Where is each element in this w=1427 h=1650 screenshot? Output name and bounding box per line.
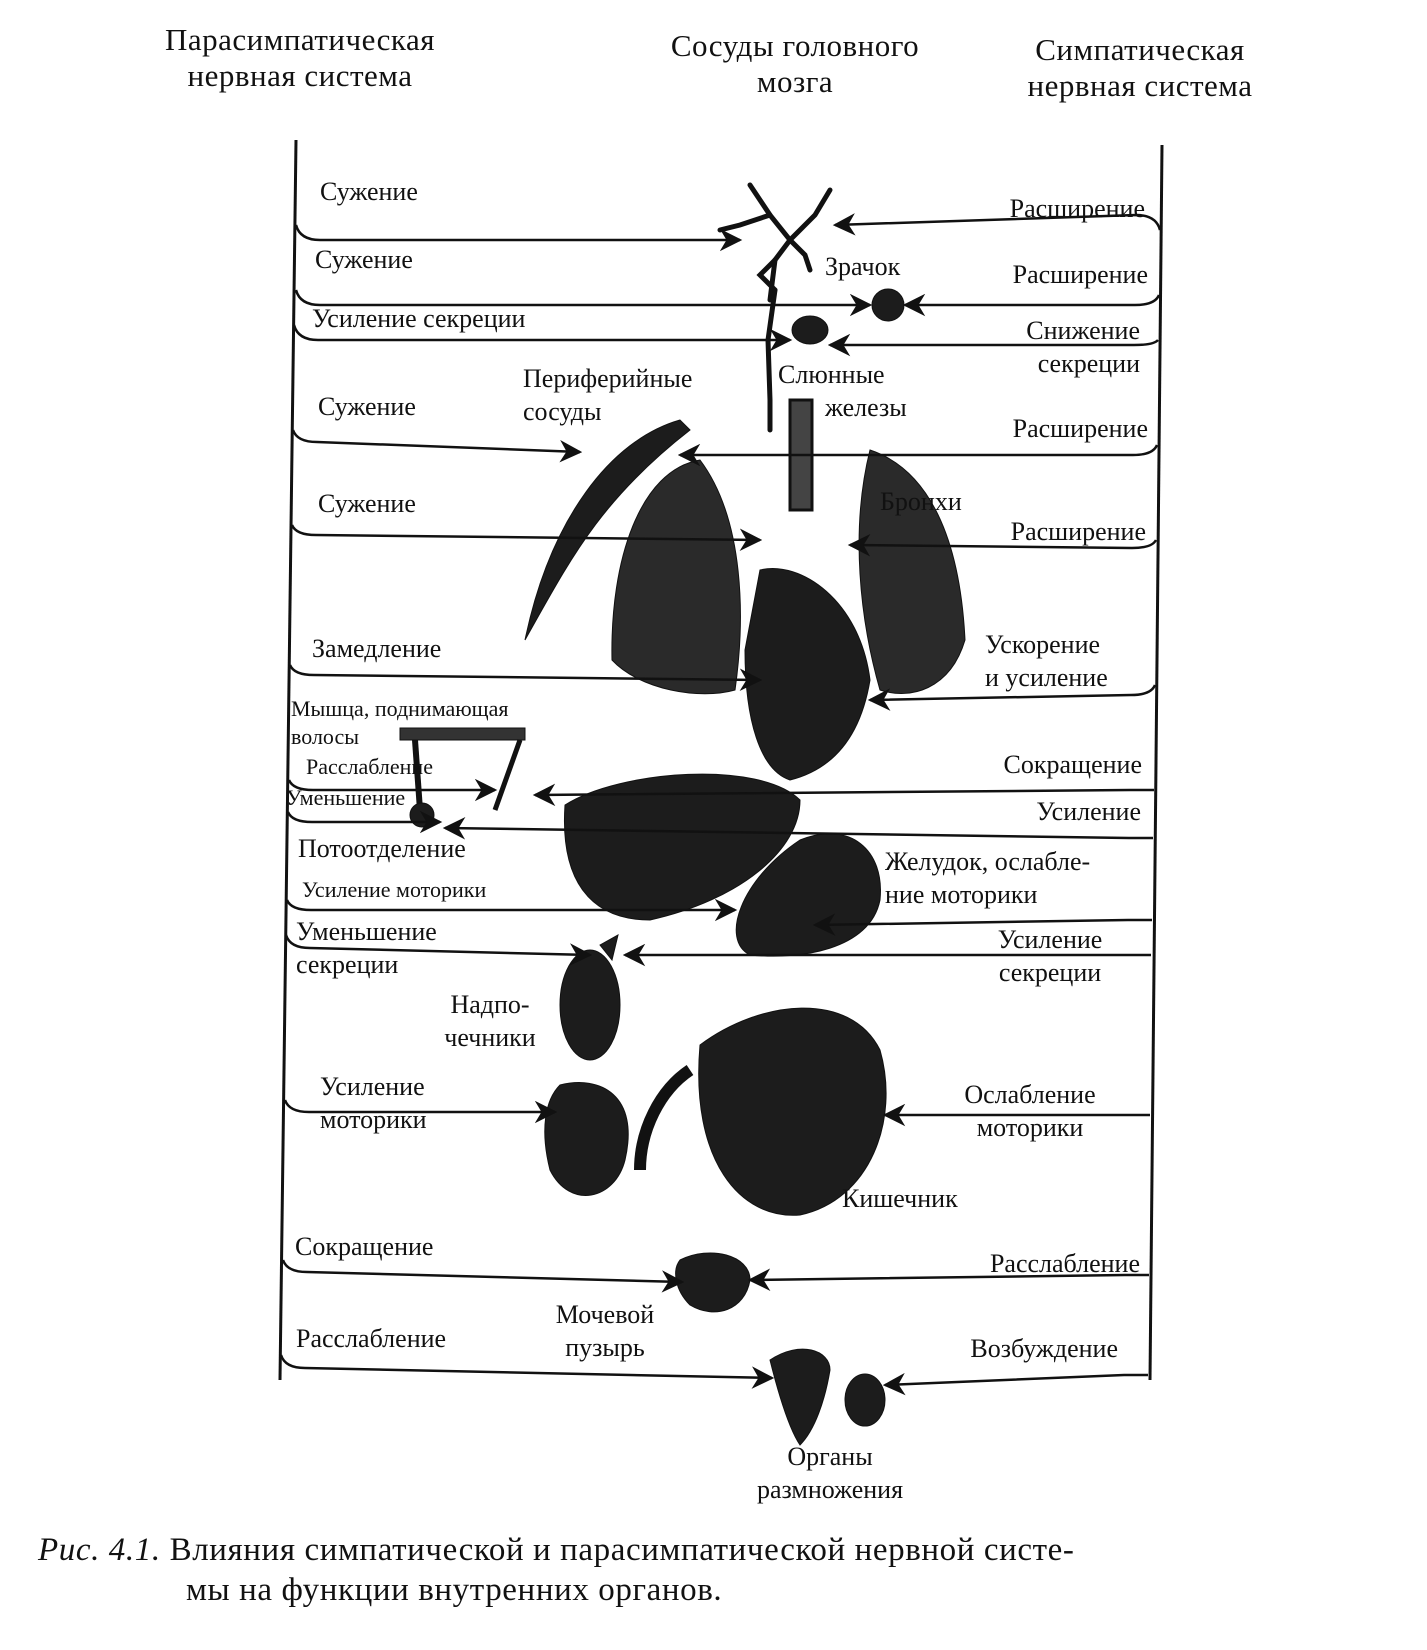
header-parasympathetic-line2: нервная система [187, 58, 413, 93]
right-adrenal-effect-line2: секреции [998, 958, 1102, 987]
right-intestine-effect-line1: Ослабление [964, 1080, 1096, 1109]
bladder [675, 1252, 751, 1313]
right-pupil-effect: Расширение [1012, 260, 1148, 289]
frame-lines [278, 139, 1164, 1381]
organ-peripheral-label-line2: сосуды [523, 397, 602, 426]
pupil-eye [871, 288, 905, 322]
right-heart-effect: Ускорение и усиление [985, 628, 1108, 694]
right-stomach-effect-line2: ние моторики [885, 880, 1038, 909]
left-bladder-effect: Сокращение [295, 1232, 434, 1261]
header-sympathetic: Симпатическая нервная система [995, 32, 1285, 104]
right-heart-effect-line2: и усиление [985, 663, 1108, 692]
organ-adrenal-label-line1: Надпо- [450, 990, 530, 1019]
left-intestine-effect-line2: моторики [320, 1105, 427, 1134]
organ-salivary-label-line1: Слюнные [778, 360, 885, 389]
right-reproductive-effect: Возбуждение [970, 1334, 1118, 1363]
organ-bladder-label-line2: пузырь [565, 1333, 645, 1362]
brain-vessel-tree [717, 182, 833, 433]
hair-muscle-title-line2: волосы [291, 724, 360, 749]
header-sympathetic-line2: нервная система [1027, 68, 1253, 103]
organ-illustrations [399, 182, 966, 1446]
small-intestine [698, 1007, 887, 1216]
left-reproductive-effect: Расслабление [296, 1324, 447, 1353]
right-intestine-effect-line2: моторики [976, 1113, 1084, 1142]
header-brain-vessels: Сосуды головного мозга [640, 28, 950, 100]
right-brain-vessels-effect: Расширение [1009, 194, 1145, 223]
right-bronchi-effect: Расширение [1010, 517, 1146, 546]
left-peripheral-effect: Сужение [318, 392, 416, 421]
left-lung [611, 459, 741, 695]
right-stomach-effect-line1: Желудок, ослабле- [885, 847, 1091, 876]
left-salivary-effect: Усиление секреции [312, 304, 526, 333]
right-sweating-effect: Усиление [1036, 797, 1141, 826]
left-stomach-effect: Усиление моторики [302, 877, 487, 902]
right-adrenal-effect: Усиление секреции [970, 923, 1130, 989]
intestine-tube [634, 1065, 694, 1171]
organ-peripheral-label: Периферийные сосуды [523, 362, 692, 428]
caption-prefix: Рис. 4.1. [38, 1532, 161, 1568]
left-arrows [279, 224, 873, 1389]
left-intestine-effect: Усиление моторики [320, 1070, 427, 1136]
kidney [559, 949, 621, 1061]
organ-reproductive-label: Органы размножения [720, 1440, 940, 1506]
large-intestine [544, 1082, 629, 1196]
left-heart-effect: Замедление [312, 634, 442, 663]
uterus [769, 1348, 831, 1446]
right-lung [858, 449, 966, 694]
adrenal-gland [599, 934, 619, 962]
right-adrenal-effect-line1: Усиление [997, 925, 1103, 954]
header-parasympathetic: Парасимпатическая нервная система [130, 22, 470, 94]
caption-line2: мы на функции внутренних органов. [186, 1572, 723, 1608]
hair-muscle-title-line1: Мышца, поднимающая [291, 696, 509, 721]
left-adrenal-effect-line2: секреции [296, 950, 399, 979]
organ-intestine-label: Кишечник [842, 1184, 958, 1213]
hair-muscle-title: Мышца, поднимающая волосы [291, 695, 509, 751]
right-salivary-effect: Снижение секреции [960, 314, 1140, 380]
right-peripheral-effect: Расширение [1012, 414, 1148, 443]
caption-line1: Влияния симпатической и парасимпатическо… [169, 1532, 1075, 1568]
right-hair-muscle-effect: Сокращение [1003, 750, 1142, 779]
organ-salivary-label: Слюнные железы [778, 358, 907, 424]
left-hair-muscle-effect: Расслабление [306, 754, 433, 779]
organ-reproductive-label-line1: Органы [787, 1442, 873, 1471]
heart [744, 568, 871, 781]
header-parasympathetic-line1: Парасимпатическая [164, 22, 436, 57]
right-bladder-effect: Расслабление [989, 1249, 1140, 1278]
right-intestine-effect: Ослабление моторики [940, 1078, 1120, 1144]
hair-muscle-bar [399, 727, 526, 741]
right-heart-effect-line1: Ускорение [985, 630, 1101, 659]
left-adrenal-effect-line1: Уменьшение [296, 917, 437, 946]
liver [563, 773, 801, 921]
left-pupil-effect: Сужение [315, 245, 413, 274]
left-intestine-effect-line1: Усиление [320, 1072, 425, 1101]
organ-bladder-label-line1: Мочевой [555, 1300, 655, 1329]
testis [844, 1373, 886, 1427]
header-sympathetic-line1: Симпатическая [1035, 32, 1245, 67]
peripheral-vessel [524, 419, 691, 641]
left-sweat-reduction-effect: Уменьшение [286, 785, 406, 810]
sweat-gland [409, 802, 435, 828]
organ-adrenal-label-line2: чечники [444, 1023, 536, 1052]
right-stomach-effect: Желудок, ослабле- ние моторики [885, 845, 1090, 911]
header-brain-vessels-line2: мозга [756, 64, 834, 99]
organ-bladder-label: Мочевой пузырь [530, 1298, 680, 1364]
header-brain-vessels-line1: Сосуды головного [670, 28, 920, 63]
left-adrenal-effect: Уменьшение секреции [296, 915, 437, 981]
organ-reproductive-label-line2: размножения [756, 1475, 904, 1504]
figure-caption: Рис. 4.1. Влияния симпатической и параси… [38, 1530, 1388, 1610]
right-arrows [442, 213, 1162, 1396]
left-brain-vessels-effect: Сужение [320, 177, 418, 206]
right-salivary-effect-line2: секреции [1037, 349, 1140, 378]
organ-pupil-label: Зрачок [825, 252, 901, 281]
organ-adrenal-label: Надпо- чечники [430, 988, 550, 1054]
salivary-gland [791, 315, 829, 345]
organ-peripheral-label-line1: Периферийные [523, 364, 693, 393]
left-bronchi-effect: Сужение [318, 489, 416, 518]
right-salivary-effect-line1: Снижение [1026, 316, 1140, 345]
organ-salivary-label-line2: железы [825, 393, 907, 422]
left-sweating-label: Потоотделение [298, 834, 466, 863]
organ-bronchi-label: Бронхи [880, 487, 962, 516]
